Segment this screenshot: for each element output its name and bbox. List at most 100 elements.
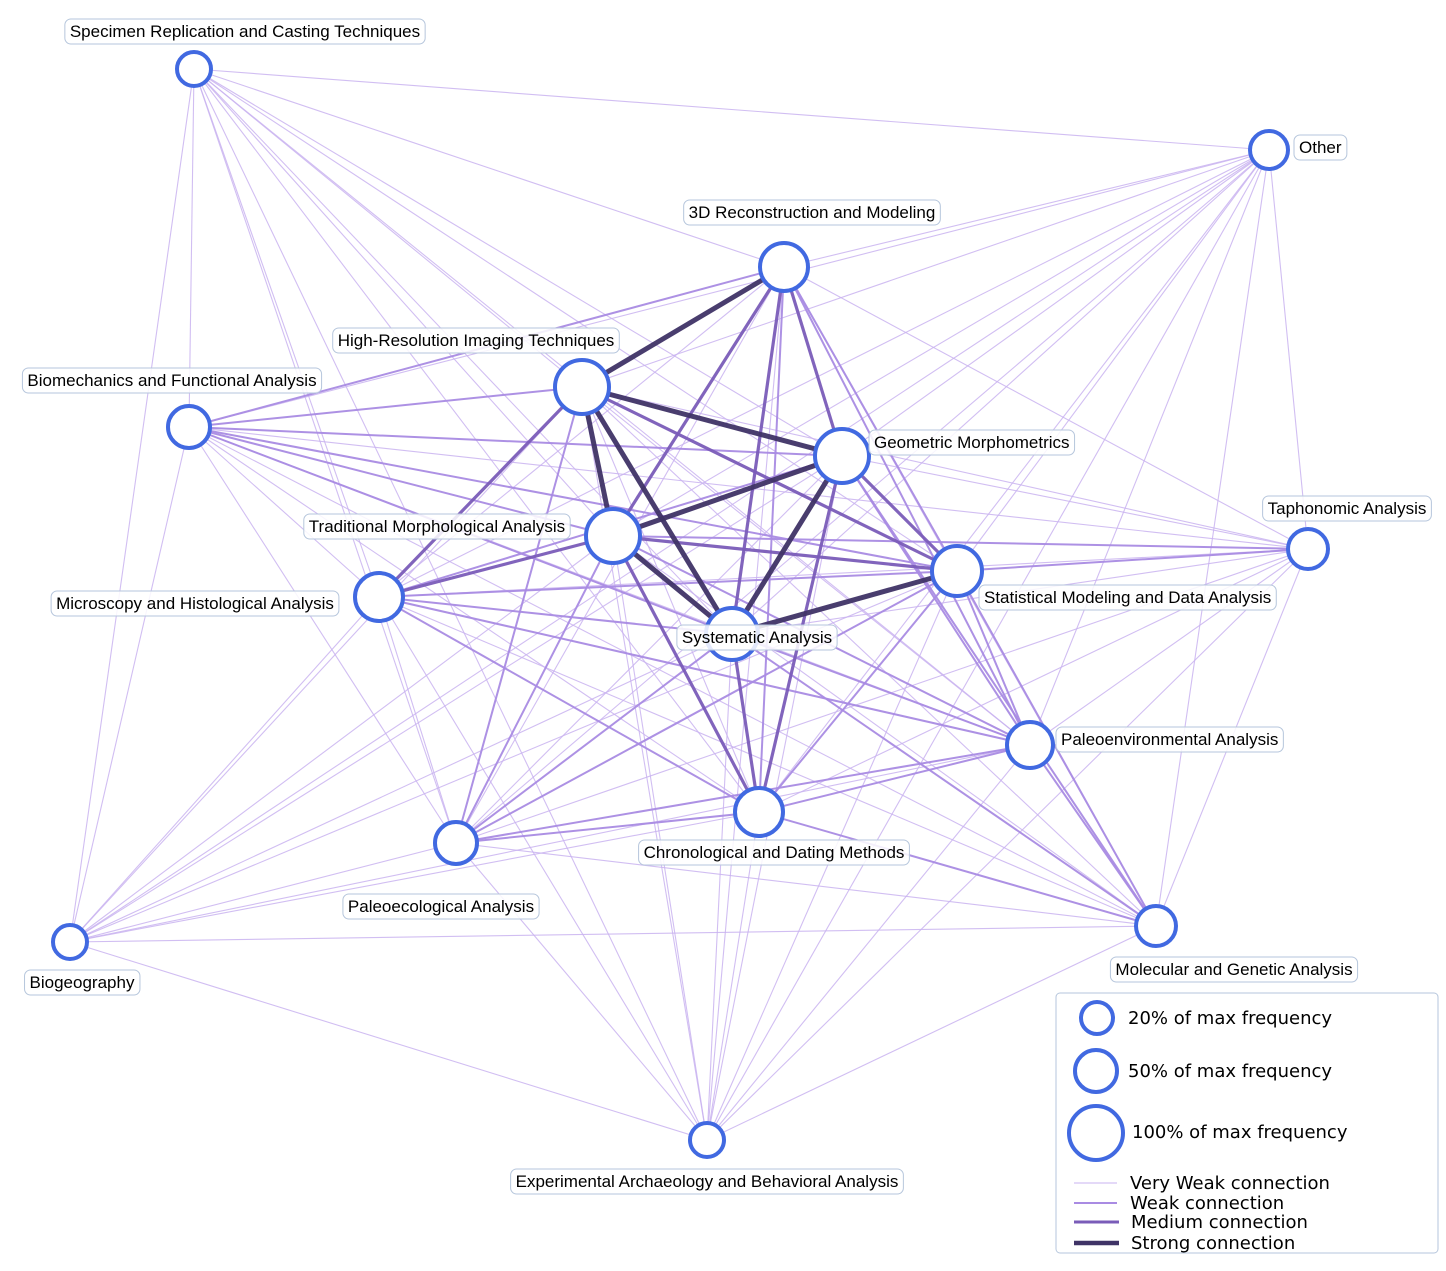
edge-other-taphonomic bbox=[1268, 149, 1309, 550]
node-biomech[interactable] bbox=[166, 404, 212, 450]
legend-label-strong: Strong connection bbox=[1131, 1233, 1295, 1254]
node-label-text: Traditional Morphological Analysis bbox=[309, 517, 565, 536]
legend-size-marker-50 bbox=[1073, 1048, 1119, 1094]
node-statmodel[interactable] bbox=[930, 544, 984, 598]
node-label-text: Paleoecological Analysis bbox=[348, 897, 534, 916]
node-taphonomic[interactable] bbox=[1286, 527, 1330, 571]
node-paleoenv[interactable] bbox=[1005, 720, 1055, 770]
edge-experimental-paleoeco bbox=[455, 842, 708, 1141]
edge-tradmorph-geomorph bbox=[612, 453, 843, 539]
edge-paleoeco-microscopy bbox=[378, 596, 457, 844]
edge-hires-paleoenv bbox=[581, 386, 1031, 746]
edge-specimen-biogeo bbox=[69, 68, 195, 943]
edge-systematic-chrono bbox=[730, 633, 761, 813]
node-label-experimental: Experimental Archaeology and Behavioral … bbox=[510, 1168, 904, 1195]
node-molecular[interactable] bbox=[1134, 904, 1178, 948]
legend-label-weak: Weak connection bbox=[1130, 1193, 1284, 1214]
edge-paleoeco-biomech bbox=[188, 426, 457, 844]
node-label-box bbox=[1055, 726, 1284, 753]
edge-statmodel-paleoenv bbox=[956, 570, 1031, 746]
node-label-biomech: Biomechanics and Functional Analysis bbox=[21, 367, 323, 394]
node-other[interactable] bbox=[1248, 129, 1290, 171]
node-label-chrono: Chronological and Dating Methods bbox=[638, 839, 910, 866]
edge-other-systematic bbox=[731, 149, 1270, 635]
edge-recon3d-paleoenv bbox=[783, 266, 1031, 746]
edge-other-biomech bbox=[188, 149, 1270, 428]
edge-biogeo-hires bbox=[69, 386, 583, 943]
node-label-taphonomic: Taphonomic Analysis bbox=[1262, 495, 1432, 522]
edge-tradmorph-microscopy bbox=[378, 534, 614, 599]
node-label-text: Statistical Modeling and Data Analysis bbox=[984, 588, 1271, 607]
node-chrono[interactable] bbox=[733, 786, 785, 838]
edge-hires-systematic bbox=[579, 385, 735, 636]
node-label-box bbox=[24, 969, 141, 996]
edge-recon3d-statmodel bbox=[783, 266, 958, 572]
node-label-text: Systematic Analysis bbox=[682, 628, 832, 647]
node-label-text: Other bbox=[1299, 138, 1342, 157]
edge-statmodel-systematic bbox=[731, 568, 958, 637]
edge-taphonomic-geomorph bbox=[841, 455, 1309, 550]
edge-other-geomorph bbox=[841, 149, 1270, 457]
edge-biomech-microscopy bbox=[188, 426, 380, 598]
edge-experimental-tradmorph bbox=[612, 535, 708, 1141]
node-label-paleoeco: Paleoecological Analysis bbox=[342, 893, 540, 920]
edge-experimental-molecular bbox=[706, 925, 1157, 1141]
node-tradmorph[interactable] bbox=[584, 507, 642, 565]
edge-recon3d-microscopy bbox=[378, 266, 785, 598]
node-microscopy[interactable] bbox=[353, 571, 405, 623]
node-biogeo[interactable] bbox=[51, 923, 89, 961]
legend-size-marker-100 bbox=[1067, 1104, 1125, 1162]
legend-size-label-100: 100% of max frequency bbox=[1132, 1122, 1348, 1143]
node-label-text: High-Resolution Imaging Techniques bbox=[338, 331, 615, 350]
node-label-text: Experimental Archaeology and Behavioral … bbox=[516, 1172, 899, 1191]
edge-specimen-other bbox=[193, 68, 1270, 151]
node-label-box bbox=[342, 893, 540, 920]
edge-molecular-tradmorph bbox=[612, 535, 1157, 927]
edge-statmodel-chrono bbox=[758, 570, 958, 813]
edge-hires-geomorph bbox=[581, 384, 843, 459]
legend-size-label-20: 20% of max frequency bbox=[1128, 1008, 1332, 1029]
edge-systematic-paleoeco bbox=[455, 633, 733, 844]
node-label-box bbox=[676, 624, 838, 651]
edge-experimental-systematic bbox=[706, 633, 733, 1141]
edge-hires-chrono bbox=[581, 386, 760, 813]
legend-box bbox=[1055, 992, 1439, 1254]
edge-specimen-biomech bbox=[188, 68, 195, 428]
node-hires[interactable] bbox=[553, 358, 611, 416]
edge-molecular-biomech bbox=[188, 426, 1157, 927]
node-label-specimen: Specimen Replication and Casting Techniq… bbox=[64, 18, 426, 45]
edge-biogeo-biomech bbox=[69, 426, 190, 943]
edge-experimental-recon3d bbox=[706, 266, 785, 1141]
node-paleoeco[interactable] bbox=[433, 820, 479, 866]
edge-molecular-hires bbox=[581, 386, 1157, 927]
legend-size-marker-20 bbox=[1079, 1000, 1115, 1036]
edge-microscopy-paleoenv bbox=[378, 596, 1031, 746]
node-label-tradmorph: Traditional Morphological Analysis bbox=[303, 513, 571, 540]
edge-biomech-statmodel bbox=[188, 426, 958, 572]
edge-specimen-statmodel bbox=[193, 68, 958, 572]
edge-hires-paleoeco bbox=[455, 386, 583, 844]
node-geomorph[interactable] bbox=[813, 427, 871, 485]
node-label-box bbox=[978, 584, 1277, 611]
node-label-box bbox=[638, 839, 910, 866]
node-label-geomorph: Geometric Morphometrics bbox=[868, 429, 1076, 456]
edge-paleoeco-geomorph bbox=[455, 455, 843, 844]
labels-layer: Specimen Replication and Casting Techniq… bbox=[21, 18, 1432, 1195]
node-recon3d[interactable] bbox=[758, 241, 810, 293]
node-experimental[interactable] bbox=[688, 1121, 726, 1159]
node-label-text: Chronological and Dating Methods bbox=[644, 843, 905, 862]
node-label-box bbox=[1293, 134, 1348, 161]
edge-biogeo-systematic bbox=[69, 633, 733, 943]
edge-systematic-paleoenv bbox=[731, 633, 1031, 746]
node-label-text: Biogeography bbox=[30, 973, 135, 992]
node-label-text: Molecular and Genetic Analysis bbox=[1115, 960, 1352, 979]
edge-taphonomic-hires bbox=[581, 386, 1309, 550]
edge-recon3d-tradmorph bbox=[611, 266, 786, 537]
node-specimen[interactable] bbox=[175, 50, 213, 88]
legend-size-label-50: 50% of max frequency bbox=[1128, 1061, 1332, 1082]
edge-experimental-chrono bbox=[706, 811, 760, 1141]
node-label-box bbox=[332, 327, 620, 354]
node-label-text: 3D Reconstruction and Modeling bbox=[689, 203, 936, 222]
edge-statmodel-taphonomic bbox=[956, 548, 1309, 572]
